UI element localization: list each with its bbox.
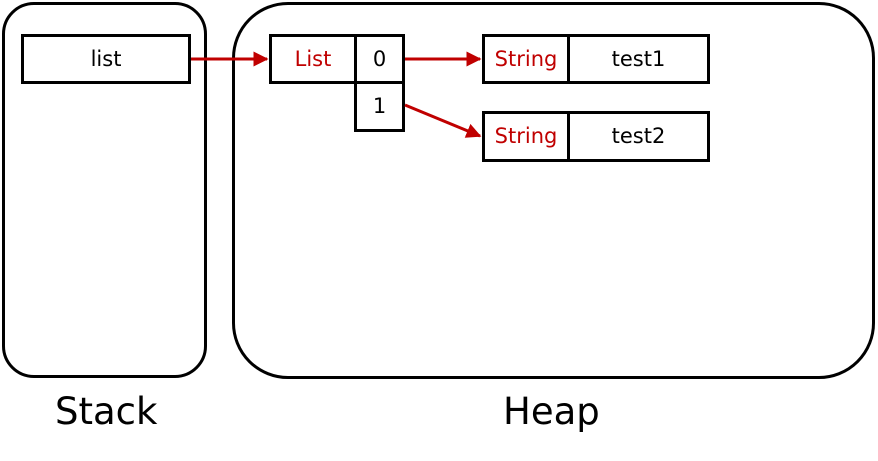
string-1-type-label: String (494, 46, 558, 71)
string-1-value-label: test1 (611, 46, 666, 71)
list-index-1: 1 (354, 81, 405, 132)
stack-variable-label: list (90, 46, 122, 71)
list-index-0-label: 0 (372, 46, 387, 71)
string-object-2-value: test2 (567, 111, 710, 162)
string-2-type-label: String (494, 124, 558, 148)
heap-label: Heap (503, 390, 600, 433)
list-index-0: 0 (354, 34, 405, 84)
string-object-1-type: String (482, 34, 570, 84)
list-index-1-label: 1 (372, 94, 387, 118)
list-type-label: List (294, 46, 332, 71)
stack-label: Stack (55, 390, 158, 433)
string-object-1-value: test1 (567, 34, 710, 84)
list-object-type: List (269, 34, 357, 84)
string-object-2-type: String (482, 111, 570, 162)
stack-variable-list: list (21, 34, 191, 84)
string-2-value-label: test2 (611, 124, 666, 148)
